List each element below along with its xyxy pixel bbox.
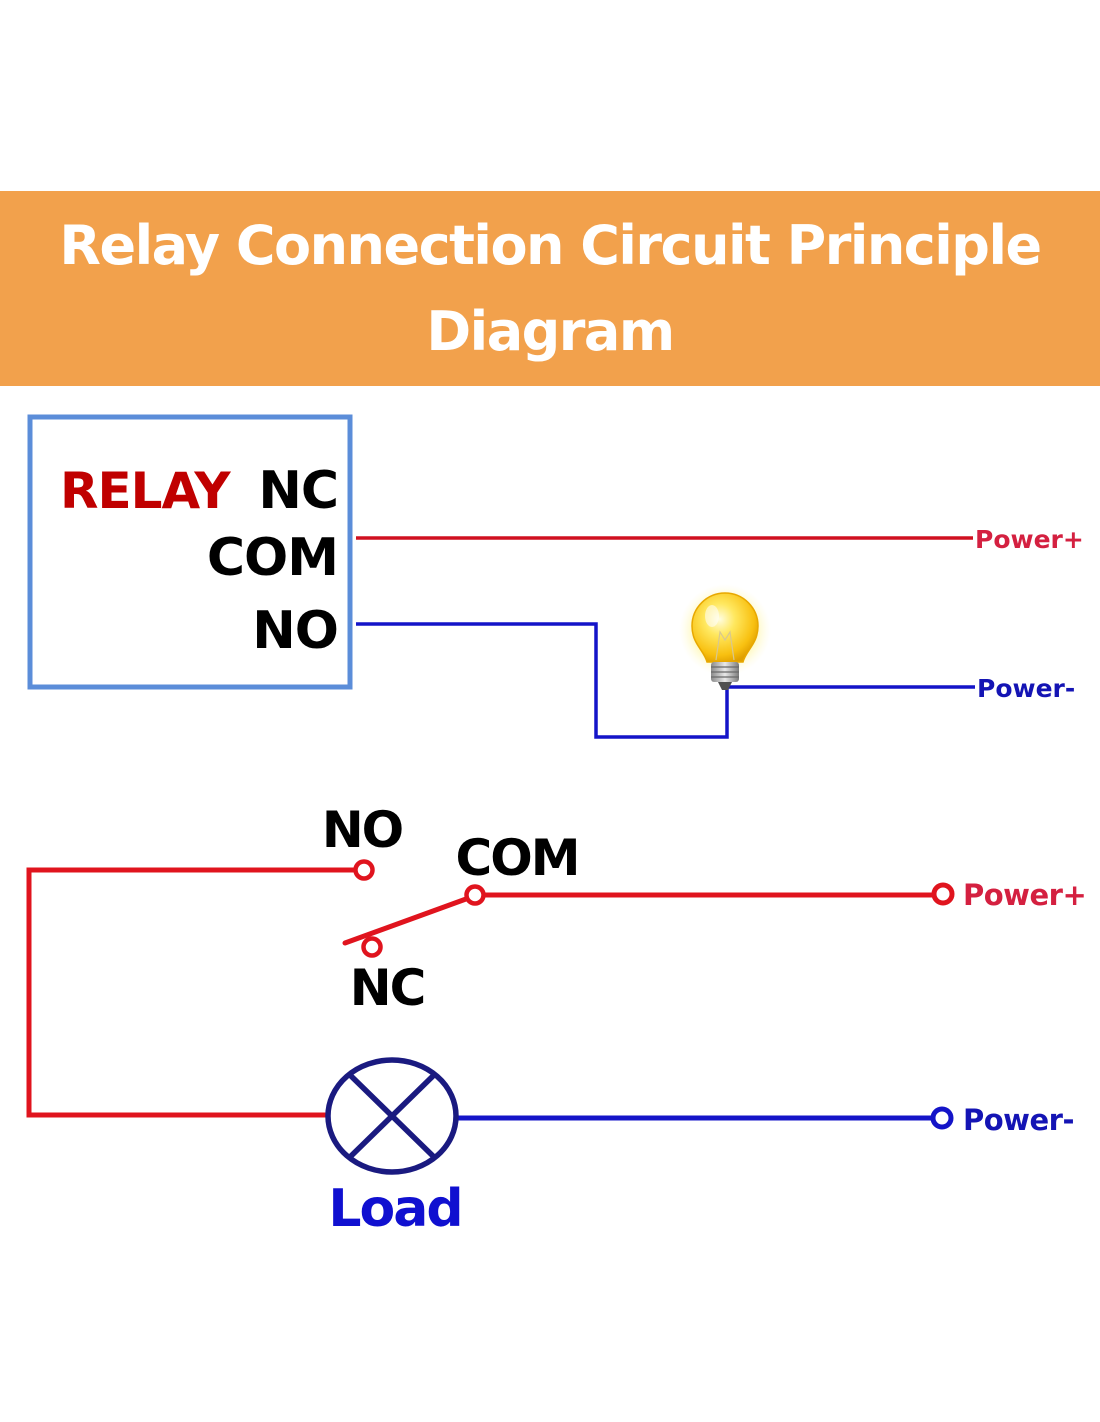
load-label: Load [328, 1179, 461, 1239]
switch-arm [342, 896, 469, 946]
relay-label: RELAY [60, 462, 231, 520]
title-line-2: Diagram [426, 299, 675, 363]
switch-label-com: COM [456, 829, 579, 887]
title-banner: Relay Connection Circuit Principle Diagr… [0, 191, 1100, 386]
power-plus-terminal [931, 882, 955, 906]
title-line-1: Relay Connection Circuit Principle [59, 213, 1042, 277]
switch-terminal-nc [361, 936, 383, 958]
switch-terminal-com [464, 884, 486, 906]
relay-terminal-com: COM [207, 528, 338, 588]
bottom-power-minus-label: Power- [963, 1103, 1074, 1137]
top-power-plus-label: Power+ [975, 525, 1084, 554]
top-circuit: RELAY NC COM NO Power+ Power- [27, 414, 1084, 739]
lamp-symbol-icon [325, 1057, 459, 1175]
switch-label-nc: NC [350, 959, 425, 1017]
switch-terminal-no [353, 859, 375, 881]
top-power-minus-label: Power- [977, 674, 1075, 703]
top-negative-wire-to-bulb [356, 622, 729, 739]
bottom-circuit: NO COM NC Power+ Power- Load [26, 801, 1087, 1239]
power-minus-terminal [930, 1106, 954, 1130]
relay-terminal-no: NO [252, 601, 338, 661]
bottom-positive-loop-wire [26, 867, 354, 1118]
light-bulb-icon [679, 584, 771, 690]
bottom-power-plus-label: Power+ [963, 878, 1086, 912]
relay-box [27, 414, 353, 690]
relay-terminal-nc: NC [258, 461, 338, 521]
switch-label-no: NO [322, 801, 402, 859]
